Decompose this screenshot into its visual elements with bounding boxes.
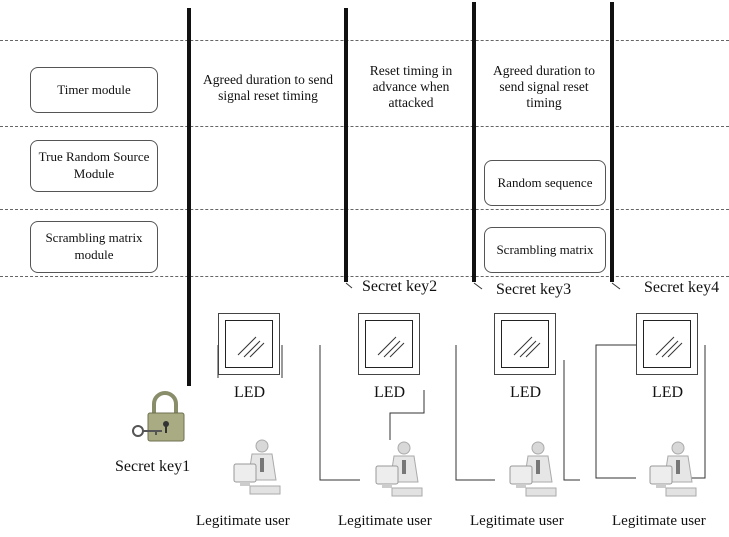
- trng-module-label: True Random Source Module: [38, 149, 150, 181]
- legitimate-user-label: Legitimate user: [470, 513, 564, 529]
- legitimate-user-label: Legitimate user: [196, 513, 290, 529]
- computer-user-icon: [233, 439, 281, 495]
- legitimate-user-label: Legitimate user: [338, 513, 432, 529]
- padlock-key-icon: [132, 391, 185, 442]
- random-sequence-box: Random sequence: [484, 160, 606, 206]
- key4-timeline: [610, 2, 614, 282]
- key2-timeline: [344, 8, 348, 282]
- true-random-source-module: True Random Source Module: [30, 140, 158, 192]
- led-label: LED: [374, 384, 406, 401]
- scrambling-matrix-box: Scrambling matrix: [484, 227, 606, 273]
- secret-key4-label: Secret key4: [644, 279, 720, 296]
- row-divider: [0, 209, 729, 210]
- led-label: LED: [652, 384, 684, 401]
- timer-module-label: Timer module: [57, 81, 131, 97]
- note-reset-when-attacked: Reset timing in advance when attacked: [369, 63, 453, 111]
- scrambling-matrix-label: Scrambling matrix: [496, 241, 594, 257]
- row-divider: [0, 276, 729, 277]
- led-panel-icon: [218, 313, 280, 375]
- note-agreed-duration-2: Agreed duration to send signal reset tim…: [493, 63, 595, 111]
- note-agreed-duration-1: Agreed duration to send signal reset tim…: [202, 72, 334, 104]
- secret-key2-label: Secret key2: [362, 278, 438, 295]
- key1-timeline: [187, 8, 191, 386]
- key3-timeline: [472, 2, 476, 282]
- secret-key1-label: Secret key1: [115, 458, 191, 475]
- legitimate-user-label: Legitimate user: [612, 513, 706, 529]
- computer-user-icon: [649, 441, 697, 497]
- secret-key3-label: Secret key3: [496, 281, 572, 298]
- computer-user-icon: [509, 441, 557, 497]
- scrambling-module-label: Scrambling matrix module: [45, 230, 143, 262]
- led-panel-icon: [636, 313, 698, 375]
- scrambling-matrix-module: Scrambling matrix module: [30, 221, 158, 273]
- random-sequence-label: Random sequence: [497, 174, 593, 190]
- row-divider: [0, 40, 729, 41]
- computer-user-icon: [375, 441, 423, 497]
- led-panel-icon: [494, 313, 556, 375]
- led-panel-icon: [358, 313, 420, 375]
- led-label: LED: [234, 384, 266, 401]
- row-divider: [0, 126, 729, 127]
- led-label: LED: [510, 384, 542, 401]
- timer-module: Timer module: [30, 67, 158, 113]
